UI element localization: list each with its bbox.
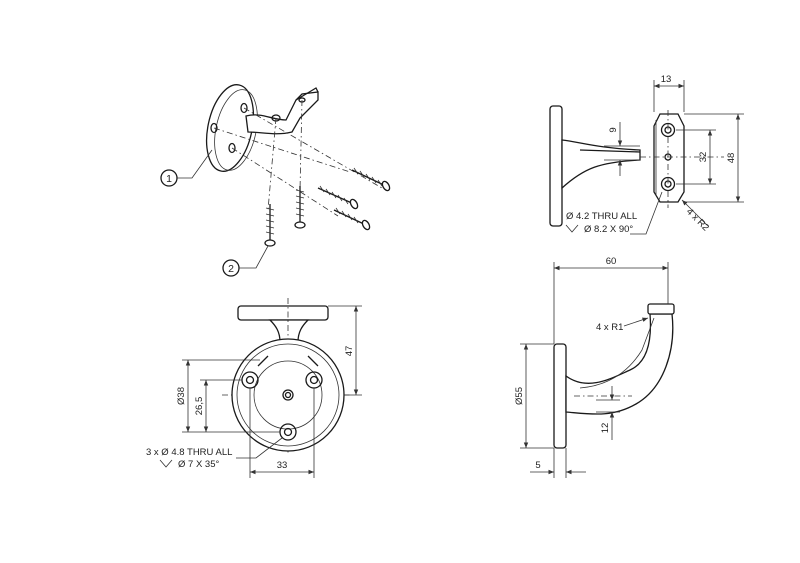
side-mounting-flange bbox=[653, 113, 685, 203]
profile-radius-note: 4 x R1 bbox=[596, 322, 623, 333]
isometric-view: 1 2 bbox=[160, 84, 391, 277]
side-hole-note-line2: Ø 8.2 X 90° bbox=[584, 224, 633, 235]
iso-screw-1 bbox=[351, 167, 391, 192]
dim-5: 5 bbox=[535, 460, 540, 471]
dim-32: 32 bbox=[698, 152, 709, 163]
side-wall-plate bbox=[549, 105, 563, 227]
callout-2-label: 2 bbox=[228, 263, 234, 275]
dim-33: 33 bbox=[277, 460, 288, 471]
iso-screw-2 bbox=[317, 185, 359, 210]
dim-47: 47 bbox=[344, 346, 355, 357]
dim-width-13: 13 bbox=[661, 74, 672, 85]
side-hole-note-line1: Ø 4.2 THRU ALL bbox=[566, 211, 637, 222]
dim-dia-55: Ø55 bbox=[514, 387, 525, 405]
profile-wall-plate bbox=[553, 343, 567, 449]
front-top-plate bbox=[237, 305, 329, 321]
callout-1-label: 1 bbox=[166, 173, 172, 185]
front-base-disc bbox=[231, 338, 345, 452]
side-view: 13 9 32 48 4 x R2 Ø 4.2 THRU ALL Ø 8.2 X… bbox=[549, 74, 744, 235]
dim-48: 48 bbox=[726, 153, 737, 164]
dim-12: 12 bbox=[600, 423, 611, 434]
iso-screw-3 bbox=[333, 207, 371, 231]
iso-screw-5 bbox=[294, 186, 306, 229]
dim-60: 60 bbox=[606, 256, 617, 267]
dim-dia-38: Ø38 bbox=[176, 387, 187, 405]
front-hole-note-line2: Ø 7 X 35° bbox=[178, 459, 219, 470]
iso-screw-4 bbox=[264, 204, 276, 247]
front-view: 47 Ø38 26,5 33 3 x Ø 4.8 THRU ALL Ø 7 X … bbox=[146, 298, 362, 478]
iso-bracket-arm bbox=[245, 91, 319, 135]
front-hole-note-line1: 3 x Ø 4.8 THRU ALL bbox=[146, 447, 232, 458]
profile-view: 60 4 x R1 Ø55 12 5 bbox=[514, 256, 675, 478]
side-radius-note: 4 x R2 bbox=[684, 206, 711, 233]
dim-9: 9 bbox=[608, 127, 619, 132]
dim-26-5: 26,5 bbox=[194, 397, 205, 416]
